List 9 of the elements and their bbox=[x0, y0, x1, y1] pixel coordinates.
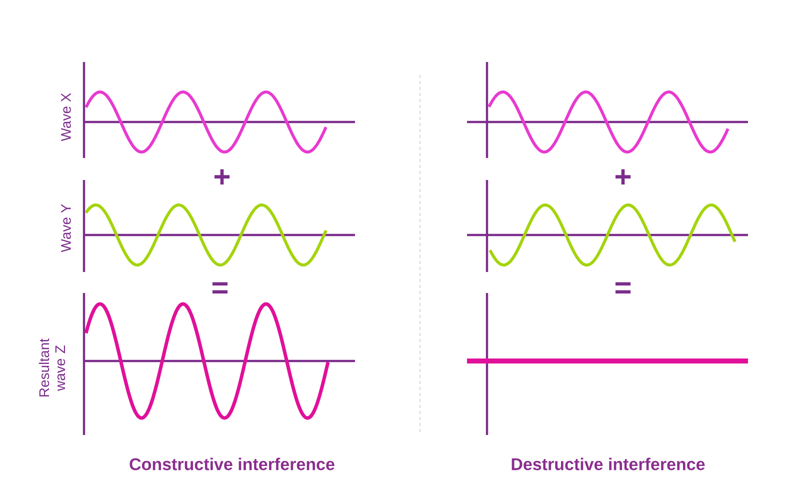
plus-sign: + bbox=[214, 169, 230, 184]
panel-title: Constructive interference bbox=[130, 458, 334, 470]
equals-sign: = bbox=[615, 282, 631, 294]
axis-label: Wave X bbox=[61, 93, 71, 142]
axis-label: Resultant wave Z bbox=[38, 338, 66, 396]
plus-sign: + bbox=[616, 169, 631, 184]
panel-title: Destructive interference bbox=[512, 458, 705, 470]
equals-sign: = bbox=[212, 282, 228, 294]
axis-label: Wave Y bbox=[61, 204, 71, 252]
